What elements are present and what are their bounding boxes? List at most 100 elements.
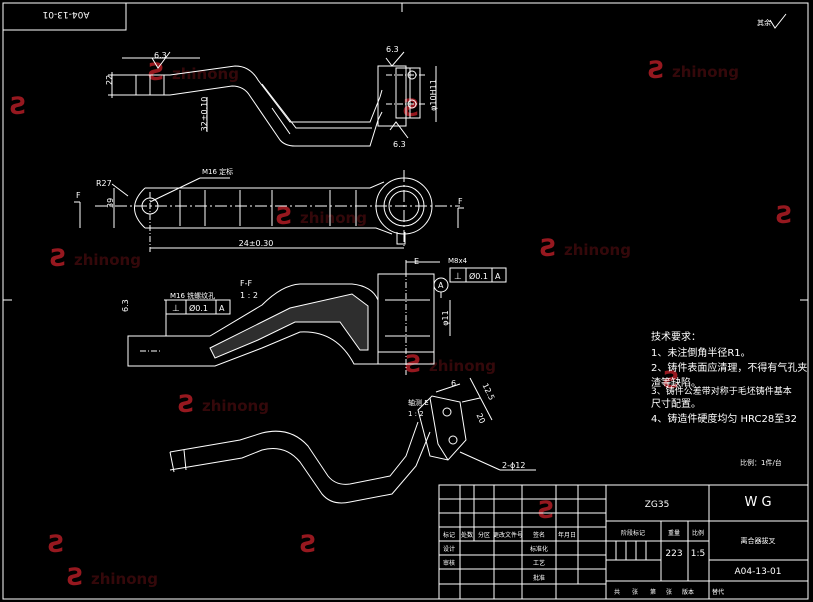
corner-code: A04-13-01 <box>42 9 89 19</box>
header-label: 签名 <box>533 531 545 539</box>
iso-title: 轴测 E <box>408 398 429 407</box>
dim-right: φ11 <box>441 310 450 325</box>
tolerance-frame <box>449 267 507 283</box>
section-mark: E <box>414 257 419 266</box>
dim-line <box>461 397 481 403</box>
notes-line: 3、铸件公差带对称于毛坯铸件基本 <box>651 385 792 397</box>
leader <box>459 451 501 471</box>
section-ff-view <box>127 260 507 375</box>
notes-line: 1、未注倒角半径R1。 <box>651 346 751 359</box>
notes-line: 2、铸件表面应清理，不得有气孔夹 <box>651 361 807 374</box>
watermark: zhinong <box>172 65 239 83</box>
tolerance-value: Ø0.1 <box>189 303 208 313</box>
dim-a: 6 <box>451 379 456 388</box>
notes-line: 渣等缺陷。 <box>651 376 701 389</box>
hole-circle <box>407 99 417 109</box>
watermark: Ƨ <box>776 201 793 229</box>
iso-view <box>169 377 536 504</box>
leader <box>149 177 201 203</box>
section-mark: F <box>76 191 81 200</box>
row-label: 设计 <box>443 545 455 553</box>
thread-label: M16 铣螺纹孔 <box>170 291 215 300</box>
roughness-label: 6.3 <box>154 51 167 60</box>
part-outline <box>261 83 372 135</box>
watermark: zhinong <box>300 209 367 227</box>
header-label: 标记 <box>443 531 455 539</box>
watermark: Ƨ <box>48 530 65 558</box>
dim-length: 24±0.30 <box>239 239 274 248</box>
part-outline <box>417 395 467 461</box>
tolerance-datum: A <box>219 304 225 313</box>
part-outline <box>145 181 385 189</box>
drawing-no: A04-13-01 <box>734 567 781 577</box>
part-name: 离合器拔叉 <box>741 536 776 545</box>
roughness-symbol-icon <box>389 121 409 139</box>
watermark: zhinong <box>672 63 739 81</box>
tolerance-datum: A <box>495 272 501 281</box>
dim-offset: 32±0.10 <box>200 97 209 132</box>
dim-c: 20 <box>474 412 487 425</box>
part-outline <box>127 283 379 367</box>
tolerance-frame <box>165 299 231 315</box>
watermark: Ƨ <box>10 92 27 120</box>
weight-value: 223 <box>665 549 682 559</box>
notes-line: 4、铸造件硬度均匀 HRC28至32 <box>651 412 797 425</box>
row-label: 批准 <box>533 574 545 582</box>
dim-width: 39 <box>106 198 115 208</box>
technical-notes: 技术要求： 1、未注倒角半径R1。 2、铸件表面应清理，不得有气孔夹 渣等缺陷。… <box>651 330 807 467</box>
hatched-area <box>209 293 369 359</box>
part-outline <box>145 227 393 235</box>
title-block-frame <box>438 484 809 600</box>
bottom-label: 版本 <box>682 588 694 596</box>
bottom-label: 第 <box>650 588 656 596</box>
roughness-label: 6.3 <box>393 140 406 149</box>
header-label: 年月日 <box>558 531 576 539</box>
part-outline <box>169 421 419 485</box>
bottom-label: 替代 <box>712 588 724 596</box>
header-label: 分区 <box>478 531 490 539</box>
part-outline <box>134 187 146 229</box>
mid-label: 阶段标记 <box>621 529 645 537</box>
part-outline <box>169 449 187 473</box>
tolerance-symbol: ⊥ <box>172 304 180 314</box>
dim-height: 22 <box>105 75 114 85</box>
bottom-label: 共 <box>614 588 620 596</box>
material: ZG35 <box>645 500 670 510</box>
watermark: Ƨ <box>50 244 67 272</box>
watermark: Ƨ <box>648 56 665 84</box>
bottom-label: 张 <box>632 588 638 596</box>
datum-label: A <box>438 281 444 290</box>
part-outline <box>429 397 449 461</box>
roughness-label: 6.3 <box>121 299 130 312</box>
watermark: zhinong <box>91 570 158 588</box>
company: W G <box>744 495 771 510</box>
roughness-symbol-icon <box>769 13 787 29</box>
roughness-symbol-icon <box>151 51 171 69</box>
tolerance-symbol: ⊥ <box>454 272 462 282</box>
thread-label: M16 定标 <box>202 167 233 176</box>
bottom-label: 张 <box>666 588 672 596</box>
watermark: Ƨ <box>300 530 317 558</box>
roughness-label: 6.3 <box>386 45 399 54</box>
part-outline <box>122 85 383 147</box>
watermark: Ƨ <box>663 366 680 394</box>
dim-line <box>469 377 493 421</box>
row-label: 标准化 <box>530 545 548 553</box>
header-label: 处数 <box>461 531 473 539</box>
section-title: F-F <box>240 279 252 288</box>
scale-value: 1:5 <box>691 549 705 559</box>
mid-label: 重量 <box>668 529 680 537</box>
holes-label: 2-ɸ12 <box>502 461 525 470</box>
watermark: zhinong <box>429 357 496 375</box>
notes-line: 尺寸配置。 <box>651 397 701 410</box>
title-block-text: ZG35 W G 离合器拔叉 A04-13-01 223 1:5 阶段标记 重量… <box>443 495 782 596</box>
part-outline <box>169 431 431 504</box>
hole-circle <box>407 70 417 80</box>
watermark: Ƨ <box>178 390 195 418</box>
roughness-symbol-icon <box>385 51 405 67</box>
part-outline <box>122 65 383 123</box>
watermark: zhinong <box>564 241 631 259</box>
